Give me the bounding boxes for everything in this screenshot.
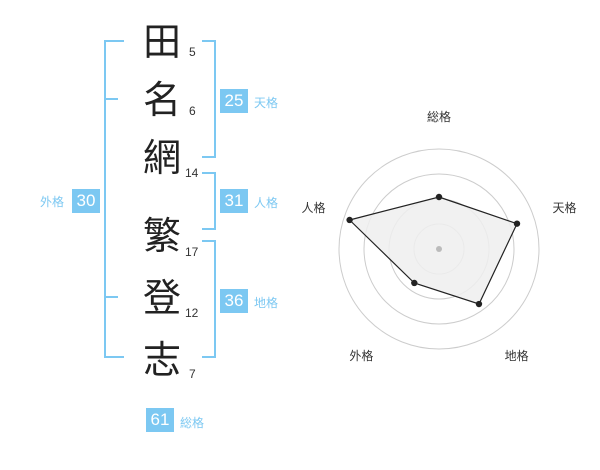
radar-data-point	[435, 193, 443, 201]
gaikaku-label: 外格	[40, 195, 65, 209]
name-char-2: 名	[142, 78, 181, 122]
radar-axis-label: 総格	[427, 109, 451, 124]
radar-data-point	[475, 300, 483, 308]
name-char-5: 登	[142, 276, 181, 320]
radar-center-dot	[436, 246, 442, 252]
radar-axis-label: 外格	[349, 348, 373, 363]
radar-axis-label: 人格	[301, 200, 325, 215]
gaikaku-value-badge: 30	[72, 189, 100, 213]
radar-series-area	[348, 196, 518, 305]
name-char-4: 繁	[142, 214, 181, 258]
jinkaku-value-badge: 31	[220, 189, 248, 213]
stroke-count-3: 14	[185, 166, 199, 180]
stroke-count-5: 12	[185, 306, 199, 320]
jinkaku-bracket	[202, 172, 216, 230]
soukaku-value-badge: 61	[146, 408, 174, 432]
gaikaku-bracket-tick	[104, 98, 118, 100]
soukaku-label: 総格	[180, 416, 205, 430]
radar-data-point	[513, 220, 521, 227]
radar-data-point	[411, 279, 418, 287]
stroke-count-1: 5	[189, 45, 196, 59]
tenkaku-bracket	[202, 40, 216, 158]
radar-data-point	[346, 216, 353, 224]
jinkaku-label: 人格	[254, 196, 279, 210]
name-char-6: 志	[142, 338, 181, 382]
stroke-count-2: 6	[189, 104, 196, 118]
stroke-count-6: 7	[189, 367, 196, 381]
tenkaku-value-badge: 25	[220, 89, 248, 113]
radar-grid-ring	[363, 173, 515, 325]
radar-grid-ring	[338, 148, 540, 350]
name-char-3: 網	[142, 136, 181, 180]
radar-axis-label: 天格	[553, 200, 577, 215]
chikaku-value-badge: 36	[220, 289, 248, 313]
gaikaku-bracket-tick	[104, 296, 118, 298]
gaikaku-bracket	[104, 40, 124, 358]
stroke-count-4: 17	[185, 245, 199, 259]
name-char-1: 田	[142, 20, 181, 64]
radar-axis-label: 地格	[505, 348, 529, 363]
chikaku-label: 地格	[254, 296, 279, 310]
chikaku-bracket	[202, 240, 216, 358]
tenkaku-label: 天格	[254, 96, 279, 110]
